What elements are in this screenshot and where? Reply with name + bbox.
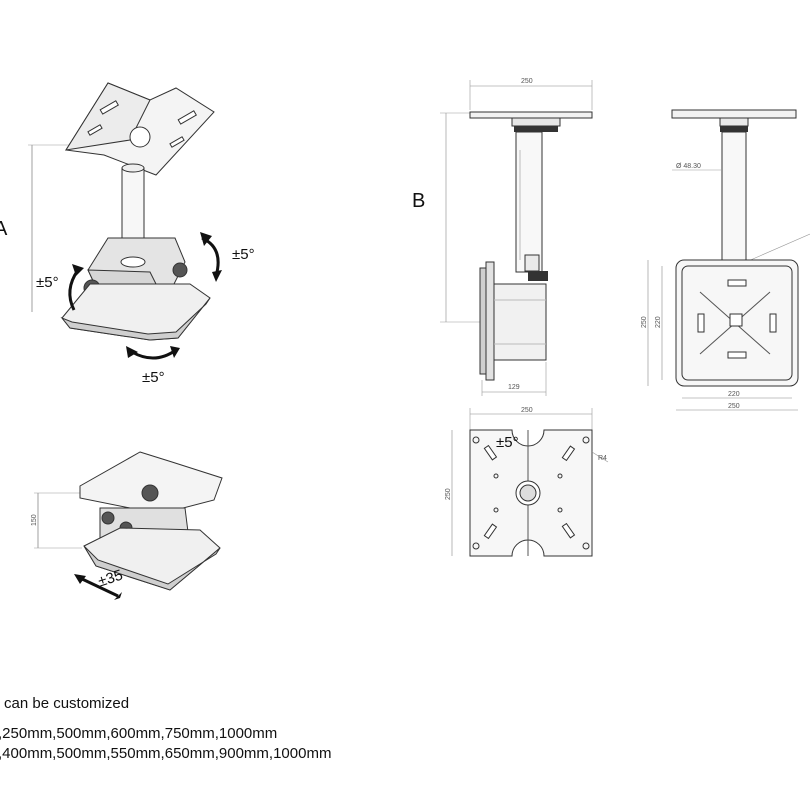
note-customized: can be customized <box>4 695 130 712</box>
iso-mount-view-a <box>28 82 222 360</box>
note-lengths-2: ,400mm,500mm,550mm,650mm,900mm,1000mm <box>0 745 332 762</box>
dim-top-plate-w: 250 <box>521 407 533 414</box>
top-plate-view <box>451 408 609 557</box>
dim-pole-diameter: Ø 48.30 <box>676 163 701 170</box>
front-elevation-view <box>440 80 593 396</box>
angle-plate-top: ±5° <box>496 434 519 451</box>
angle-tilt-right: ±5° <box>232 246 255 263</box>
dim-side-depth: 129 <box>508 384 520 391</box>
angle-rotate-bottom: ±5° <box>142 369 165 386</box>
dim-radius: R4 <box>598 455 607 462</box>
view-b-letter: B <box>412 190 426 212</box>
dim-height-150: 150 <box>31 514 38 526</box>
dim-plate-inner-w: 220 <box>728 391 740 398</box>
dim-plate-outer-w: 250 <box>728 403 740 410</box>
dim-plate-outer-h: 250 <box>641 316 648 328</box>
note-lengths-1: ,250mm,500mm,600mm,750mm,1000mm <box>0 725 278 742</box>
view-a-letter: A <box>0 218 8 240</box>
angle-tilt-left: ±5° <box>36 274 59 291</box>
dim-top-width: 250 <box>521 78 533 85</box>
side-elevation-view <box>647 109 810 411</box>
dim-plate-inner-h: 220 <box>655 316 662 328</box>
iso-short-mount <box>34 451 223 600</box>
dim-top-plate-h: 250 <box>445 488 452 500</box>
